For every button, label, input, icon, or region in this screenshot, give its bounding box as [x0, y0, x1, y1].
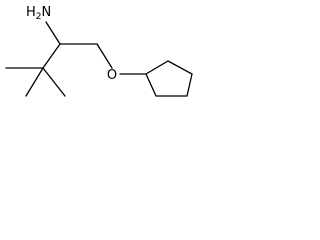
bond-ch-quaternary-c	[42, 43, 61, 69]
oxygen-label: O	[107, 68, 117, 83]
structural-formula: H2N O	[5, 5, 193, 97]
bond-methyl-down	[25, 67, 44, 97]
bond-amine-ch	[45, 21, 61, 45]
cyclopentane-ring	[145, 60, 193, 97]
amine-label: H2N	[26, 5, 51, 22]
bond-ch2-oxygen	[96, 43, 113, 69]
bond-methyl-right	[42, 67, 66, 97]
